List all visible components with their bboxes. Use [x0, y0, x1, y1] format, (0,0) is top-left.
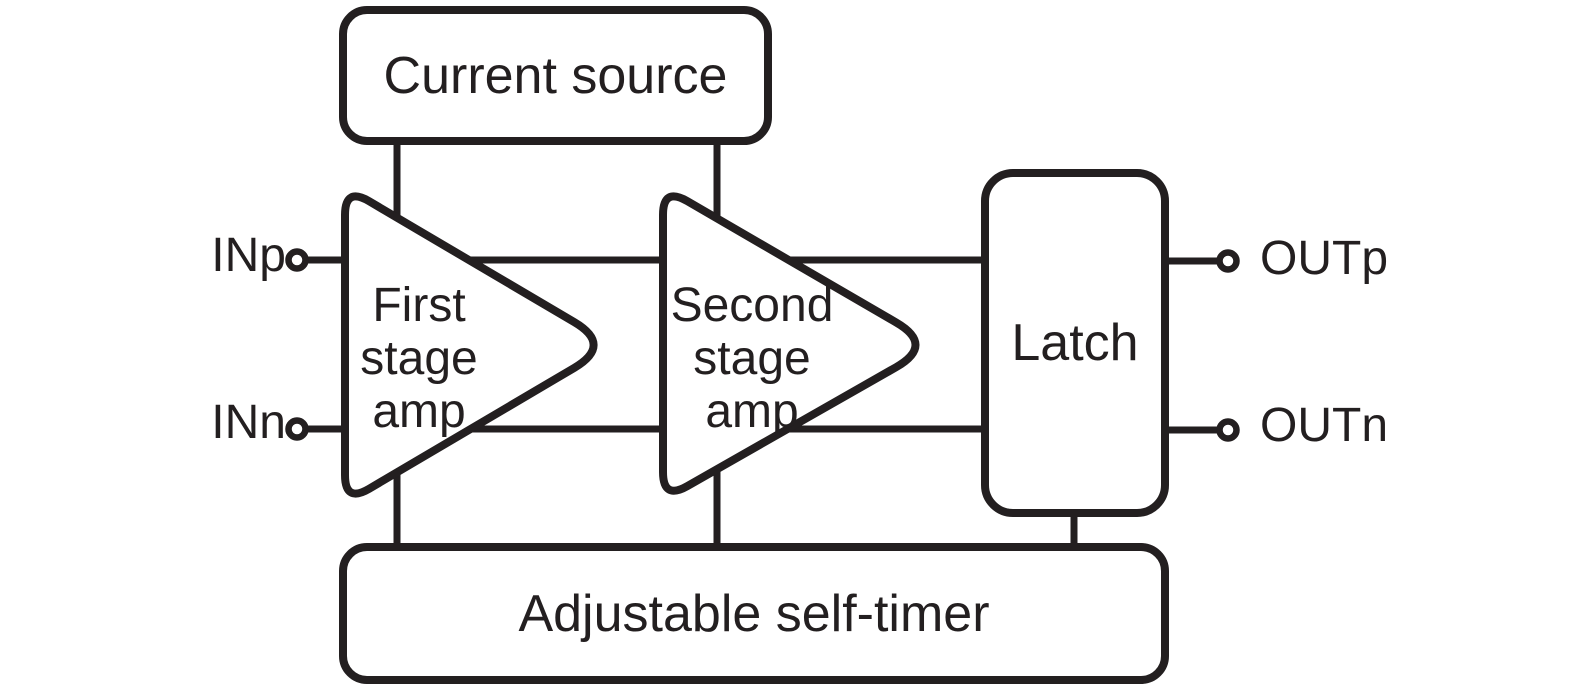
blocks — [339, 6, 1169, 684]
first-stage-amp-triangle — [341, 192, 598, 498]
second-stage-amp-label: Second stage amp — [642, 278, 862, 438]
first-stage-amp-label: First stage amp — [309, 278, 529, 438]
current-source-box — [339, 6, 772, 145]
self-timer-label: Adjustable self-timer — [518, 584, 990, 643]
inn-terminal-circle — [285, 417, 309, 441]
second-stage-amp-triangle — [659, 192, 920, 495]
outn-port-label: OUTn — [1260, 398, 1389, 452]
first-stage-amp-label-line1: First — [372, 278, 466, 332]
inp-terminal-circle — [285, 248, 309, 272]
outn-terminal-circle — [1216, 418, 1240, 442]
second-stage-amp-label-line2: stage — [693, 331, 811, 385]
latch-label: Latch — [1011, 314, 1139, 372]
first-stage-amp-label-line2: stage — [360, 331, 478, 385]
inn-port-label: INn — [211, 395, 286, 449]
self-timer-box — [339, 543, 1169, 684]
first-stage-amp-label-line3: amp — [372, 384, 466, 438]
current-source-label: Current source — [383, 46, 728, 105]
terminals — [285, 248, 1240, 442]
outp-port-label: OUTp — [1260, 231, 1389, 285]
inp-port-label: INp — [211, 228, 286, 282]
latch-box — [981, 169, 1169, 517]
outp-terminal-circle — [1216, 249, 1240, 273]
second-stage-amp-label-line3: amp — [705, 384, 799, 438]
second-stage-amp-label-line1: Second — [670, 278, 834, 332]
